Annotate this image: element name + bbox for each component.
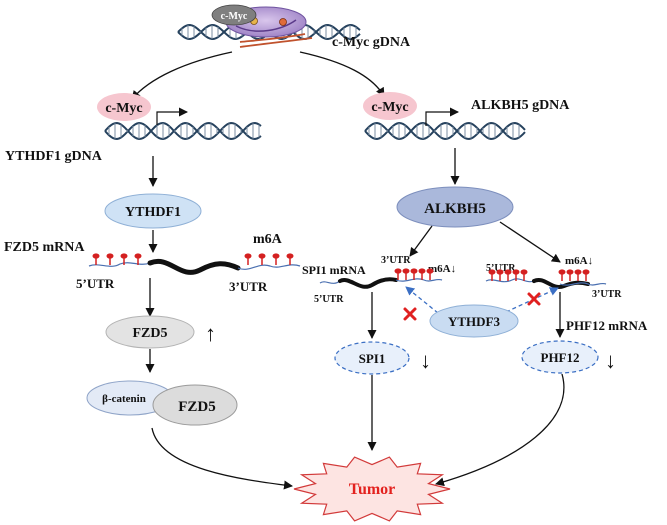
spi1-mrna-5utr-line <box>319 280 341 284</box>
spi1-down-arrow: ↓ <box>420 348 431 373</box>
spi1-m6a-label: m6A↓ <box>428 263 456 275</box>
phf12-m6a-label: m6A↓ <box>565 255 593 267</box>
fzd5-3utr-label: 3’UTR <box>229 279 268 294</box>
phf12-mrna-3utr-line <box>559 282 607 286</box>
right-cmyc-label: c-Myc <box>371 100 408 115</box>
spi1-protein <box>334 341 410 375</box>
alkbh5-label: ALKBH5 <box>424 201 486 217</box>
phf12-5utr-label: 5’UTR <box>486 263 516 274</box>
spi1-mrna-3utr-line <box>395 278 443 282</box>
alkbh5-protein <box>396 186 514 228</box>
spi1-m6a-marks <box>394 268 434 280</box>
fzd5-mrna-5utr-line <box>88 262 151 267</box>
left-tss-arrow <box>156 107 188 125</box>
branch-arrow-left <box>131 51 233 100</box>
ythdf3-to-spi1-dashed <box>405 286 439 314</box>
transcript-strands <box>239 33 313 48</box>
arrow-phf12-to-tumor <box>435 373 565 487</box>
nucleosome-strand <box>235 19 297 32</box>
arrow-alkbh5-to-spi1-mrna <box>409 225 433 257</box>
ythdf3-protein <box>429 304 519 338</box>
phf12-block-cross <box>527 292 541 306</box>
fzd5-5utr-label: 5’UTR <box>76 276 115 291</box>
right-tss-arrow <box>425 107 459 126</box>
ythdf1-gdna-label: YTHDF1 gDNA <box>5 149 103 164</box>
ythdf1-dna-helix <box>104 121 262 141</box>
phf12-protein <box>521 340 599 374</box>
ythdf3-label: YTHDF3 <box>448 314 501 329</box>
top-cmyc-label: c-Myc <box>221 11 248 22</box>
spi1-block-cross <box>403 307 417 321</box>
phf12-label: PHF12 <box>541 350 580 365</box>
ythdf1-protein <box>104 193 202 229</box>
branch-arrow-right <box>299 51 385 97</box>
spi1-mrna-label: SPI1 mRNA <box>302 263 366 277</box>
ythdf1-label: YTHDF1 <box>125 205 181 220</box>
spi1-mrna-body <box>338 277 398 289</box>
phf12-m6a-marks <box>488 269 590 281</box>
right-cmyc-protein <box>363 92 417 120</box>
top-cmyc-protein <box>211 4 257 26</box>
spi1-label: SPI1 <box>359 351 386 366</box>
phf12-3utr-label: 3’UTR <box>592 289 622 300</box>
top-gdna-label: c-Myc gDNA <box>332 35 411 50</box>
fzd5-mrna-body <box>147 258 241 275</box>
arrow-left-to-tumor <box>151 427 293 490</box>
complex-fzd5-protein <box>152 384 238 426</box>
phf12-mrna-label: PHF12 mRNA <box>566 318 648 333</box>
fzd5-protein <box>105 315 195 349</box>
spi1-3utr-label: 3’UTR <box>381 255 411 266</box>
fzd5-mrna-label: FZD5 mRNA <box>4 240 85 255</box>
left-cmyc-protein <box>97 93 151 121</box>
fzd5-up-arrow: ↑ <box>205 321 216 346</box>
fzd5-mrna-3utr-line <box>237 264 301 270</box>
tumor-burst <box>293 456 451 522</box>
complex-fzd5-label: FZD5 <box>178 399 216 415</box>
alkbh5-gdna-label: ALKBH5 gDNA <box>471 98 570 113</box>
arrow-alkbh5-to-phf12-mrna <box>499 221 561 263</box>
phf12-mrna-5utr-line <box>485 278 535 283</box>
fzd5-m6a-marks <box>92 253 294 265</box>
fzd5-label: FZD5 <box>133 326 168 341</box>
phf12-down-arrow: ↓ <box>605 348 616 373</box>
left-m6a-label: m6A <box>253 232 283 247</box>
catenin-label: β-catenin <box>102 393 146 405</box>
alkbh5-dna-helix <box>364 121 526 141</box>
left-cmyc-label: c-Myc <box>105 101 142 116</box>
tumor-label: Tumor <box>349 481 396 498</box>
spi1-5utr-label: 5’UTR <box>314 294 344 305</box>
